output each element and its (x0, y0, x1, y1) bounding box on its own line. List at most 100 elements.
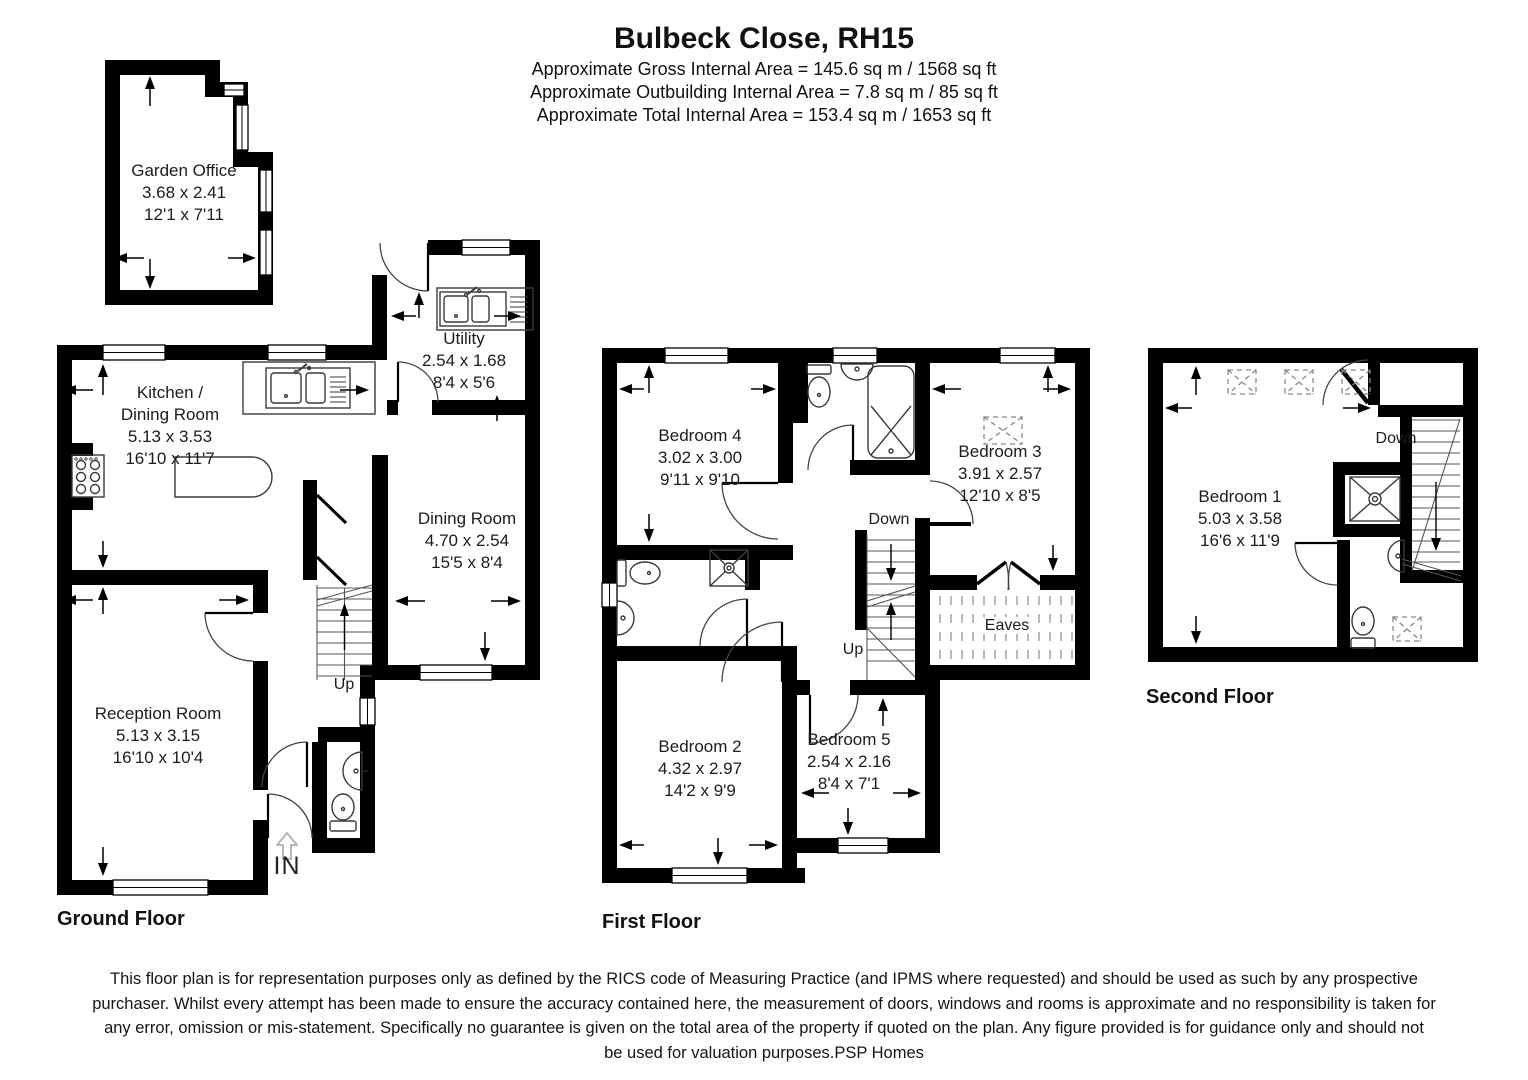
room-dim-metric: 5.13 x 3.53 (127, 427, 213, 446)
room-name: Bedroom 4 (658, 426, 742, 445)
reception-door (204, 611, 254, 662)
room-dim-imperial: 12'10 x 8'5 (959, 486, 1041, 505)
stairs-down-label-first: Down (868, 511, 910, 528)
hob-icon (71, 454, 105, 498)
toilet-icon (616, 559, 661, 587)
room-label-garden-office: Garden Office 3.68 x 2.41 12'1 x 7'11 (131, 160, 237, 226)
bedroom3-skylight-icon (983, 416, 1023, 445)
shower-room-fixtures (616, 549, 749, 636)
disclaimer-text: This floor plan is for representation pu… (0, 967, 1528, 1065)
room-label-bedroom4: Bedroom 4 3.02 x 3.00 9'11 x 9'10 (658, 425, 742, 491)
room-name: Reception Room (94, 704, 222, 723)
sink-unit-icon (439, 291, 507, 327)
room-dim-metric: 3.91 x 2.57 (957, 464, 1043, 483)
room-name: Bedroom 1 (1198, 487, 1282, 506)
bedroom2-door (721, 621, 784, 683)
toilet-icon (806, 364, 832, 408)
first-floor-doors (699, 424, 1042, 744)
room-label-bedroom2: Bedroom 2 4.32 x 2.97 14'2 x 9'9 (658, 736, 742, 802)
ground-floor-stairs (316, 584, 373, 680)
toilet-icon (329, 793, 357, 832)
bathroom-door (807, 424, 855, 471)
second-floor-measure-arrows (1165, 366, 1371, 644)
total-area-line: Approximate Total Internal Area = 153.4 … (536, 105, 992, 125)
room-name: Kitchen / (136, 383, 204, 402)
second-floor-walls (1148, 348, 1478, 662)
wc-fixtures (329, 751, 368, 832)
first-floor-measure-arrows (619, 365, 1071, 865)
page-title: Bulbeck Close, RH15 (613, 22, 915, 55)
ground-floor-measure-arrows (63, 292, 521, 876)
room-name: Dining Room (120, 405, 220, 424)
ground-floor-windows (102, 239, 511, 896)
room-dim-imperial: 16'10 x 10'4 (112, 748, 204, 767)
eaves-double-doors (975, 560, 1042, 591)
skylight-icon (1341, 369, 1371, 395)
room-dim-imperial: 12'1 x 7'11 (144, 205, 224, 224)
first-floor-plan (601, 347, 1090, 884)
counter (436, 287, 534, 331)
bathroom-door (1294, 541, 1338, 586)
room-label-bedroom1: Bedroom 1 5.03 x 3.58 16'6 x 11'9 (1198, 486, 1282, 552)
island-counter (174, 456, 273, 498)
shower-icon (709, 549, 749, 587)
room-dim-metric: 2.54 x 1.68 (421, 351, 507, 370)
room-name: Bedroom 3 (958, 442, 1042, 461)
back-door (379, 242, 430, 292)
cupboard-doors (315, 493, 348, 587)
stair-lobby-door (1322, 359, 1370, 406)
bathroom-fixtures (806, 363, 915, 459)
garden-office-measure-arrows (114, 76, 256, 289)
room-label-reception-room: Reception Room 5.13 x 3.15 16'10 x 10'4 (95, 703, 222, 769)
room-name: Utility (443, 329, 485, 348)
second-floor-doors (1294, 359, 1370, 586)
basin-icon (1387, 539, 1405, 573)
bedroom3-door (929, 480, 974, 526)
room-dim-metric: 4.70 x 2.54 (424, 531, 510, 550)
room-label-bedroom3: Bedroom 3 3.91 x 2.57 12'10 x 8'5 (958, 441, 1042, 507)
stairs-up-label-first: Up (842, 641, 864, 658)
outbuilding-area-line: Approximate Outbuilding Internal Area = … (530, 82, 998, 102)
room-dim-metric: 2.54 x 2.16 (806, 752, 892, 771)
room-name: Bedroom 5 (807, 730, 891, 749)
bedroom5-door (808, 694, 859, 744)
room-label-utility: Utility 2.54 x 1.68 8'4 x 5'6 (422, 328, 506, 394)
garden-office-windows (223, 83, 273, 276)
disclaimer-line: This floor plan is for representation pu… (110, 970, 1418, 988)
toilet-icon (1350, 606, 1376, 649)
disclaimer-line: purchaser. Whilst every attempt has been… (92, 994, 1436, 1013)
ground-floor-doors (204, 242, 439, 839)
eaves-label: Eaves (980, 617, 1034, 634)
room-label-bedroom5: Bedroom 5 2.54 x 2.16 8'4 x 7'1 (807, 729, 891, 795)
entrance-arrow-icon (276, 832, 298, 860)
floor-title-second: Second Floor (1146, 686, 1274, 708)
second-floor-skylights (1227, 369, 1422, 642)
bath-icon (867, 365, 915, 459)
skylight-icon (1284, 369, 1314, 395)
room-dim-metric: 5.03 x 3.58 (1197, 509, 1283, 528)
basin-icon (616, 600, 635, 636)
entrance-label: IN (273, 852, 301, 880)
stairs-up-label-ground: Up (333, 676, 355, 693)
floor-title-first: First Floor (602, 911, 701, 933)
floor-title-ground: Ground Floor (57, 908, 185, 930)
room-dim-metric: 3.02 x 3.00 (657, 448, 743, 467)
garden-office-plan (105, 60, 273, 305)
basin-icon (342, 751, 363, 791)
disclaimer-line: any error, omission or mis-statement. Sp… (104, 1019, 1424, 1037)
room-name: Bedroom 2 (658, 737, 742, 756)
foyer-door (266, 793, 313, 839)
room-dim-imperial: 9'11 x 9'10 (660, 470, 740, 489)
second-floor-stairs (1401, 418, 1462, 582)
room-name: Garden Office (131, 161, 237, 180)
disclaimer-line: be used for valuation purposes.PSP Homes (604, 1043, 924, 1062)
shower-icon (1349, 476, 1401, 522)
bedroom4-door (721, 481, 779, 540)
utility-door (396, 361, 439, 403)
ground-floor-plan (57, 239, 540, 896)
first-floor-windows (601, 347, 1056, 884)
room-dim-imperial: 14'2 x 9'9 (664, 781, 736, 800)
stairs-down-label-second: Down (1375, 430, 1417, 447)
